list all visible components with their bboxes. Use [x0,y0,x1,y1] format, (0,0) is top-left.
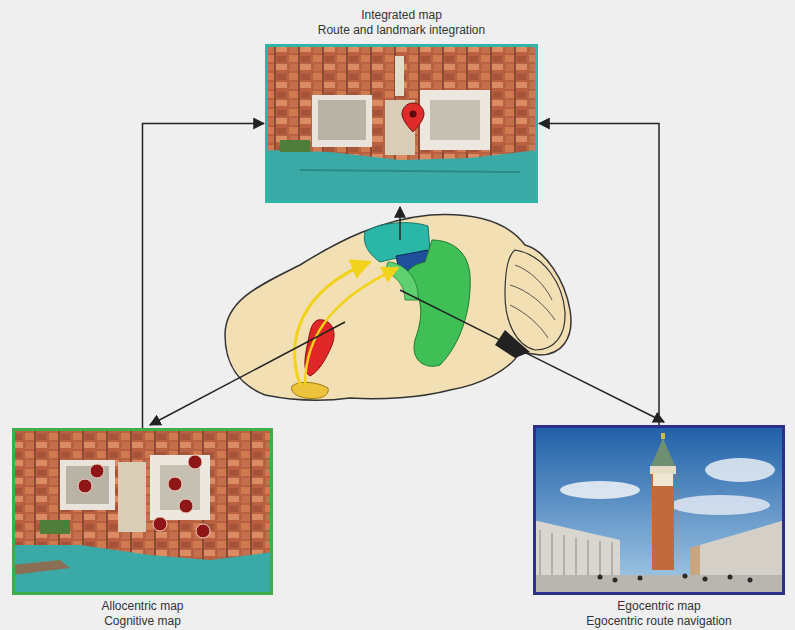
map-panel: Allocentric mapCognitive map [12,428,273,629]
map-title: Allocentric map [12,599,273,614]
caption-block: Allocentric mapCognitive map [12,599,273,629]
image-frame [265,44,538,203]
map-subtitle: Route and landmark integration [265,23,538,38]
image-frame [533,425,785,595]
map-title: Egocentric map [533,599,785,614]
map-subtitle: Egocentric route navigation [533,614,785,629]
flow-arrow [143,124,265,429]
image-frame [12,428,273,595]
caption-block: Integrated mapRoute and landmark integra… [265,8,538,38]
map-title: Integrated map [265,8,538,23]
caption-block: Egocentric mapEgocentric route navigatio… [533,599,785,629]
map-panel: Integrated mapRoute and landmark integra… [265,8,538,203]
map-panel: Egocentric mapEgocentric route navigatio… [533,425,785,629]
map-subtitle: Cognitive map [12,614,273,629]
flow-arrow [539,124,659,426]
